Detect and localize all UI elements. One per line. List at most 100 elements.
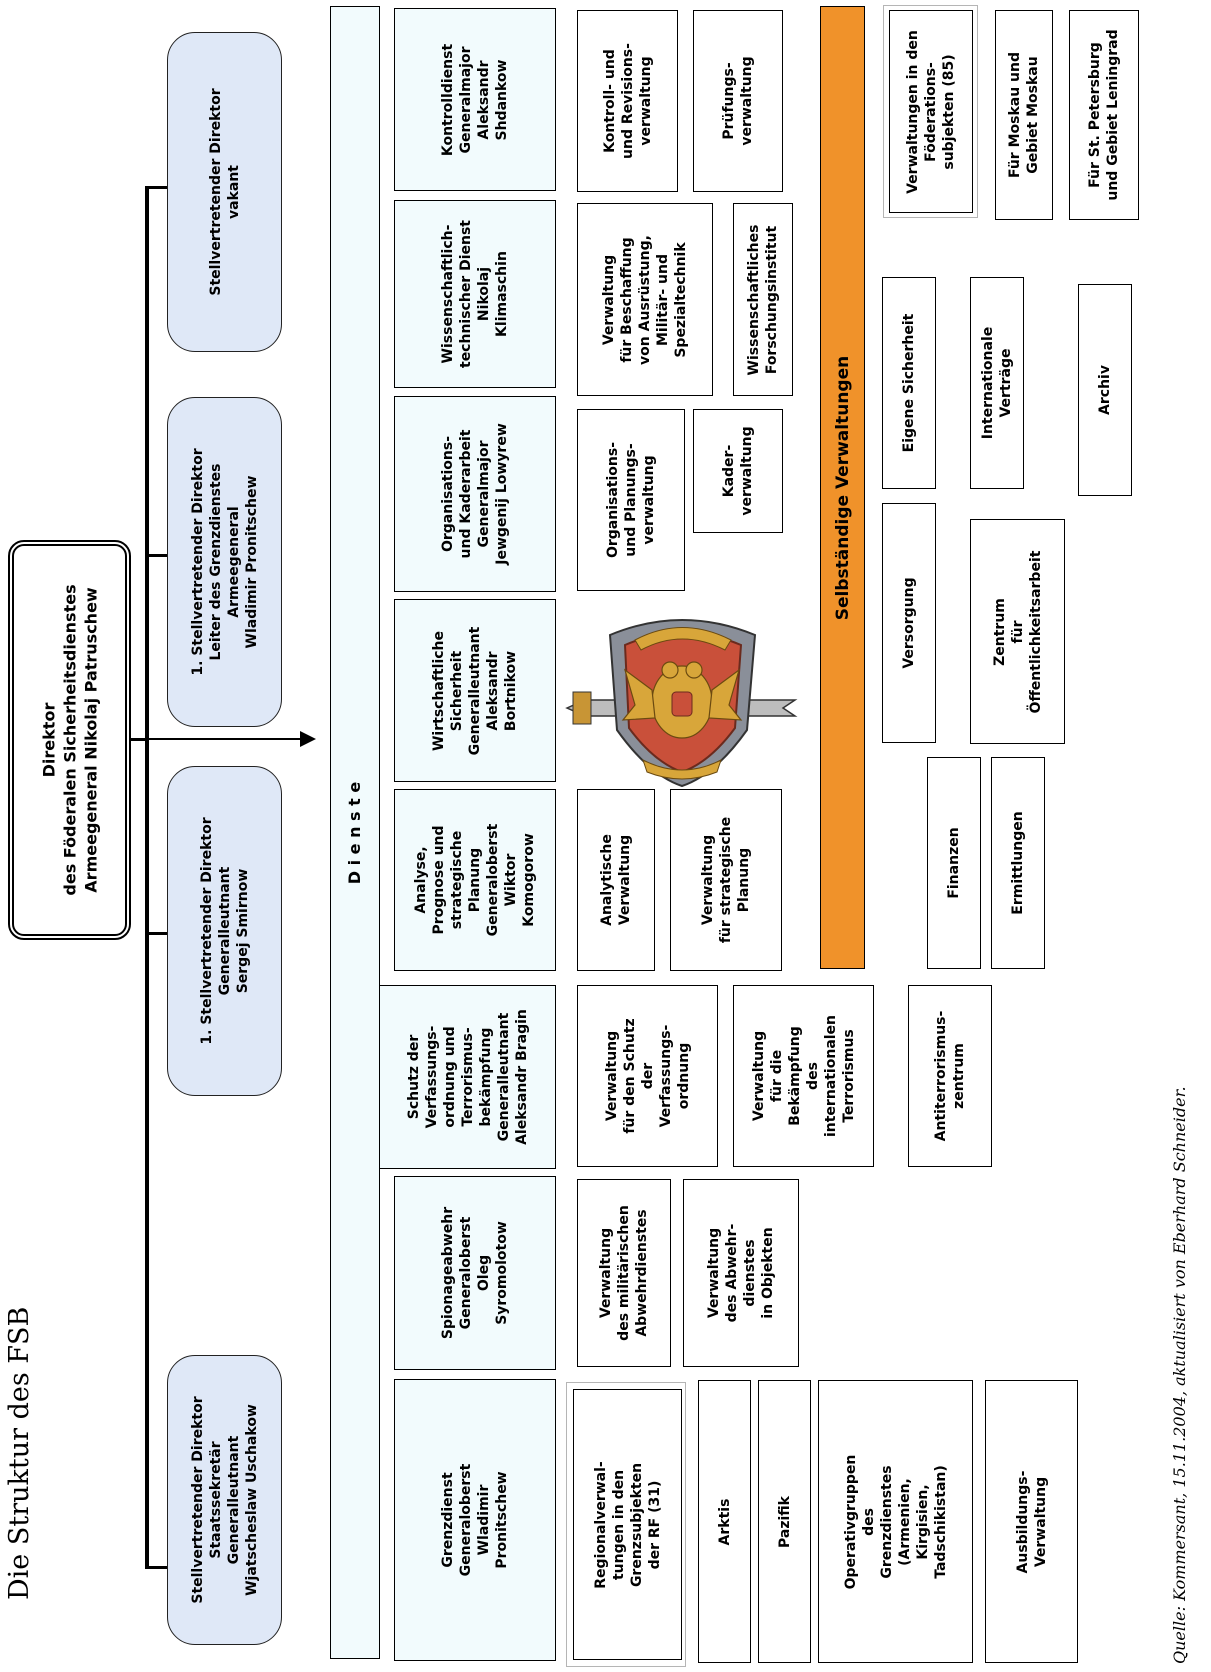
analysis-unit: Verwaltung für strategische Planung xyxy=(670,789,782,971)
deputy-label: 1. Stellvertretender Direktor Leiter des… xyxy=(189,448,260,676)
unit-label: Verwaltung des militärischen Abwehrdiens… xyxy=(598,1205,650,1341)
unit-label: Verwaltung für Beschaffung von Ausrüstun… xyxy=(601,234,689,365)
counterintel-unit: Verwaltung des Abwehr- dienstes in Objek… xyxy=(683,1179,799,1367)
unit-label: Organisations- und Planungs- verwaltung xyxy=(605,441,657,559)
service-box: Spionageabwehr Generaloberst Oleg Syromo… xyxy=(394,1176,556,1370)
unit-label: Operativgruppen des Grenzdienstes (Armen… xyxy=(842,1454,949,1589)
independent-bar-label: Selbständige Verwaltungen xyxy=(832,355,853,620)
counterintel-unit: Verwaltung des militärischen Abwehrdiens… xyxy=(577,1179,671,1367)
unit-label: Eigene Sicherheit xyxy=(901,313,917,453)
service-box: Organisations- und Kaderarbeit Generalma… xyxy=(394,396,556,592)
unit-label: Kontroll- und und Revisions- verwaltung xyxy=(601,43,654,159)
unit-label: Pazifik xyxy=(776,1495,793,1548)
services-bar: D i e n s t e xyxy=(330,6,380,1659)
deputy-label: Stellvertretender Direktor vakant xyxy=(207,88,242,296)
unit-label: Versorgung xyxy=(901,577,917,669)
service-label: Schutz der Verfassungs- ordnung und Terr… xyxy=(405,1009,530,1145)
unit-label: Archiv xyxy=(1097,365,1113,415)
unit-label: Arktis xyxy=(716,1498,733,1545)
control-unit: Prüfungs- verwaltung xyxy=(693,10,783,192)
unit-label: Ermittlungen xyxy=(1010,811,1026,915)
constitution-unit: Verwaltung für die Bekämpfung des intern… xyxy=(733,985,874,1167)
science-unit: Wissenschaftliches Forschungsinstitut xyxy=(733,203,793,396)
service-label: Grenzdienst Generaloberst Wladimir Proni… xyxy=(440,1463,510,1577)
director-box: Direktor des Föderalen Sicherheitsdienst… xyxy=(8,540,131,940)
unit-label: Für Moskau und Gebiet Moskau xyxy=(1007,51,1041,179)
unit-label: Zentrum für Öffentlichkeitsarbeit xyxy=(991,550,1044,713)
regional-unit: Für St. Petersburg und Gebiet Leningrad xyxy=(1069,10,1139,220)
border-unit: Operativgruppen des Grenzdienstes (Armen… xyxy=(818,1380,973,1663)
organization-unit: Organisations- und Planungs- verwaltung xyxy=(577,409,685,591)
unit-label: Analytische Verwaltung xyxy=(599,834,633,926)
border-unit: Arktis xyxy=(698,1380,751,1663)
unit-label: Regionalverwal- tungen in den Grenzsubje… xyxy=(592,1460,663,1589)
independent-unit: Versorgung xyxy=(882,503,936,743)
service-box: Wissenschaftlich- technischer Dienst Nik… xyxy=(394,200,556,388)
stack-frame xyxy=(883,5,978,218)
unit-label: Verwaltung des Abwehr- dienstes in Objek… xyxy=(706,1223,776,1323)
deputy-box: Stellvertretender Direktor vakant xyxy=(167,32,282,352)
unit-label: Antiterrorismus- zentrum xyxy=(933,1010,967,1142)
border-unit: Pazifik xyxy=(758,1380,811,1663)
service-box: Wirtschaftliche Sicherheit Generalleutna… xyxy=(394,599,556,782)
connector-line xyxy=(145,186,167,189)
source-caption: Quelle: Kommersant, 15.11.2004, aktualis… xyxy=(1170,1086,1189,1664)
service-box: Grenzdienst Generaloberst Wladimir Proni… xyxy=(394,1379,556,1661)
service-label: Analyse, Prognose und strategische Planu… xyxy=(413,823,537,937)
connector-line xyxy=(145,932,167,935)
connector-line xyxy=(145,1566,167,1569)
constitution-unit: Verwaltung für den Schutz der Verfassung… xyxy=(577,985,718,1167)
independent-unit: Eigene Sicherheit xyxy=(882,277,936,489)
unit-label: Verwaltung für strategische Planung xyxy=(700,816,752,944)
independent-unit: Zentrum für Öffentlichkeitsarbeit xyxy=(970,519,1065,744)
independent-unit: Internationale Verträge xyxy=(970,277,1024,489)
page-title: Die Struktur des FSB xyxy=(4,1306,35,1600)
independent-unit: Archiv xyxy=(1078,284,1132,496)
services-bar-label: D i e n s t e xyxy=(345,781,364,884)
service-box: Schutz der Verfassungs- ordnung und Terr… xyxy=(379,985,556,1169)
unit-label: Verwaltung für die Bekämpfung des intern… xyxy=(750,1014,857,1138)
independent-bar: Selbständige Verwaltungen xyxy=(820,6,865,969)
control-unit: Kontroll- und und Revisions- verwaltung xyxy=(577,10,678,192)
independent-unit: Finanzen xyxy=(927,757,981,969)
service-label: Organisations- und Kaderarbeit Generalma… xyxy=(440,423,510,565)
director-label: Direktor des Föderalen Sicherheitsdienst… xyxy=(39,584,100,896)
service-box: Kontrolldienst Generalmajor Aleksandr Sh… xyxy=(394,8,556,191)
science-unit: Verwaltung für Beschaffung von Ausrüstun… xyxy=(577,203,713,396)
unit-label: Internationale Verträge xyxy=(980,326,1014,440)
service-label: Kontrolldienst Generalmajor Aleksandr Sh… xyxy=(440,43,510,156)
service-label: Wirtschaftliche Sicherheit Generalleutna… xyxy=(431,626,519,755)
unit-label: Für St. Petersburg und Gebiet Leningrad xyxy=(1087,29,1121,201)
service-label: Spionageabwehr Generaloberst Oleg Syromo… xyxy=(440,1206,510,1340)
regional-unit: Verwaltungen in den Föderations- subjekt… xyxy=(889,10,973,213)
deputy-box: Stellvertretender Direktor Staatssekretä… xyxy=(167,1355,282,1645)
unit-label: Verwaltungen in den Föderations- subjekt… xyxy=(905,29,957,194)
deputy-label: 1. Stellvertretender Direktor Generalleu… xyxy=(198,817,251,1045)
independent-unit: Ermittlungen xyxy=(991,757,1045,969)
unit-label: Wissenschaftliches Forschungsinstitut xyxy=(746,224,780,375)
regional-unit: Für Moskau und Gebiet Moskau xyxy=(995,10,1053,220)
connector-line xyxy=(145,186,149,1569)
organization-unit: Kader- verwaltung xyxy=(693,409,783,533)
deputy-label: Stellvertretender Direktor Staatssekretä… xyxy=(189,1396,260,1604)
unit-label: Ausbildungs- Verwaltung xyxy=(1014,1470,1049,1573)
deputy-box: 1. Stellvertretender Direktor Leiter des… xyxy=(167,397,282,727)
deputy-box: 1. Stellvertretender Direktor Generalleu… xyxy=(167,766,282,1096)
border-unit: Ausbildungs- Verwaltung xyxy=(985,1380,1078,1663)
constitution-unit: Antiterrorismus- zentrum xyxy=(908,985,992,1167)
service-box: Analyse, Prognose und strategische Planu… xyxy=(394,789,556,971)
connector-line xyxy=(131,738,145,741)
unit-label: Kader- verwaltung xyxy=(721,426,755,516)
fsb-emblem-image xyxy=(565,619,798,788)
connector-line xyxy=(145,554,167,557)
unit-label: Finanzen xyxy=(946,827,962,899)
analysis-unit: Analytische Verwaltung xyxy=(577,789,655,971)
arrow-head xyxy=(300,731,316,747)
connector-line xyxy=(145,738,310,740)
service-label: Wissenschaftlich- technischer Dienst Nik… xyxy=(440,220,510,368)
unit-label: Prüfungs- verwaltung xyxy=(721,56,755,146)
stack-frame xyxy=(566,1382,686,1667)
border-unit: Regionalverwal- tungen in den Grenzsubje… xyxy=(573,1389,682,1660)
unit-label: Verwaltung für den Schutz der Verfassung… xyxy=(603,1018,692,1134)
